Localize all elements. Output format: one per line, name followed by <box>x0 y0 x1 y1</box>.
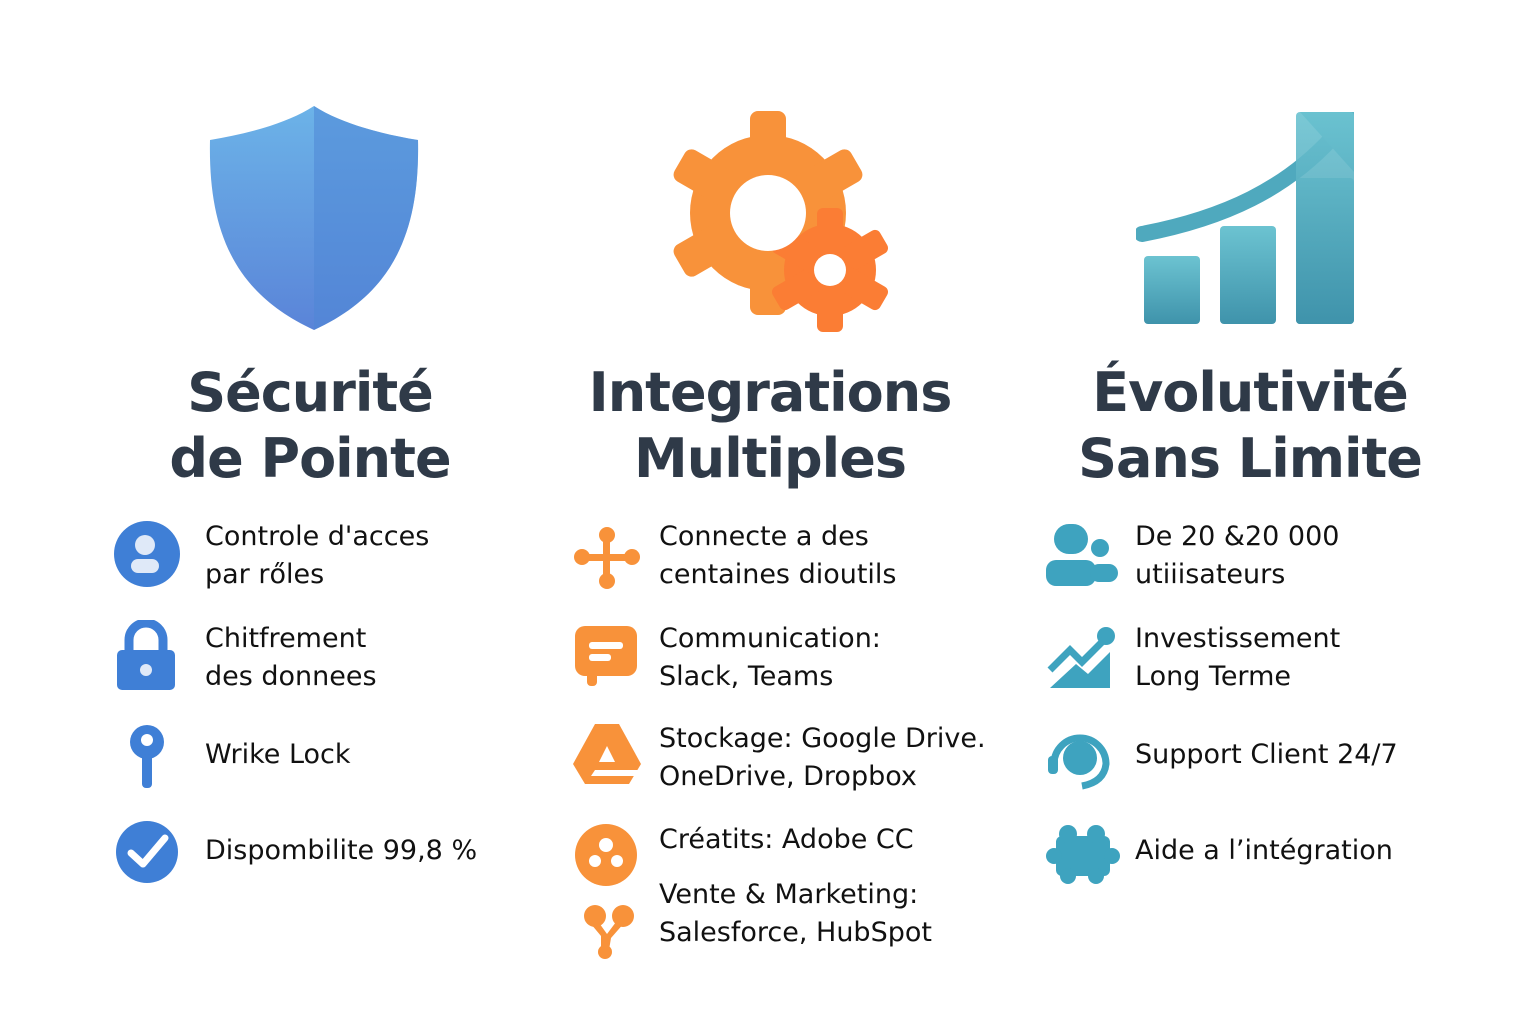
title-line: Évolutivité <box>1092 361 1409 424</box>
title-line: Sécurité <box>187 361 434 424</box>
feature-item: Aide a l’intégration <box>1135 832 1393 870</box>
item-text: Slack, Teams <box>659 661 834 692</box>
item-text: centaines dioutils <box>659 559 897 590</box>
feature-item: Connecte a des centaines dioutils <box>659 518 897 594</box>
headset-icon <box>1048 734 1110 790</box>
network-icon <box>574 527 640 589</box>
chat-icon <box>575 626 637 686</box>
key-icon <box>130 725 164 788</box>
feature-item: Dispombilite 99,8 % <box>205 832 477 870</box>
feature-item: Créatits: Adobe CC <box>659 821 914 859</box>
item-text: Investissement <box>1135 623 1341 654</box>
title-line: Sans Limite <box>1078 427 1423 490</box>
title-line: Multiples <box>634 427 907 490</box>
feature-item: Chitfrement des donnees <box>205 620 377 696</box>
creative-cloud-icon <box>575 824 637 886</box>
title-line: Integrations <box>588 361 953 424</box>
column-title-integrations: Integrations Multiples <box>530 360 1010 492</box>
column-title-scalability: Évolutivité Sans Limite <box>1010 360 1490 492</box>
feature-item: De 20 &20 000 utiiisateurs <box>1135 518 1339 594</box>
item-text: Stockage: Google Drive. <box>659 723 986 754</box>
item-text: Vente & Marketing: <box>659 879 919 910</box>
item-text: par rőles <box>205 559 325 590</box>
item-text: Wrike Lock <box>205 739 351 770</box>
item-text: des donnees <box>205 661 377 692</box>
item-text: Long Terme <box>1135 661 1291 692</box>
feature-item: Communication: Slack, Teams <box>659 620 881 696</box>
users-icon <box>1046 524 1118 586</box>
padlock-icon <box>117 620 175 690</box>
growth-chart-icon <box>1136 112 1354 324</box>
feature-item: Wrike Lock <box>205 736 351 774</box>
item-text: utiiisateurs <box>1135 559 1286 590</box>
feature-item: Vente & Marketing: Salesforce, HubSpot <box>659 876 932 952</box>
item-text: Connecte a des <box>659 521 869 552</box>
feature-item: Support Client 24/7 <box>1135 736 1398 774</box>
column-title-security: Sécurité de Pointe <box>70 360 550 492</box>
item-text: OneDrive, Dropbox <box>659 761 917 792</box>
item-text: Controle d'acces <box>205 521 430 552</box>
item-text: Salesforce, HubSpot <box>659 917 932 948</box>
item-text: Communication: <box>659 623 881 654</box>
item-text: Dispombilite 99,8 % <box>205 835 478 866</box>
item-text: Chitfrement <box>205 623 367 654</box>
item-text: Créatits: Adobe CC <box>659 824 914 855</box>
drive-icon <box>573 724 641 784</box>
title-line: de Pointe <box>169 427 451 490</box>
feature-item: Stockage: Google Drive. OneDrive, Dropbox <box>659 720 986 796</box>
hubspot-icon <box>584 905 634 959</box>
puzzle-icon <box>1046 825 1120 884</box>
gears-icon <box>673 111 888 332</box>
trend-up-icon <box>1047 627 1115 688</box>
feature-item: Controle d'acces par rőles <box>205 518 429 594</box>
check-circle-icon <box>116 821 178 883</box>
user-shield-icon <box>114 521 180 587</box>
shield-icon <box>209 106 419 330</box>
item-text: Aide a l’intégration <box>1135 835 1393 866</box>
item-text: Support Client 24/7 <box>1135 739 1398 770</box>
item-text: De 20 &20 000 <box>1135 521 1340 552</box>
